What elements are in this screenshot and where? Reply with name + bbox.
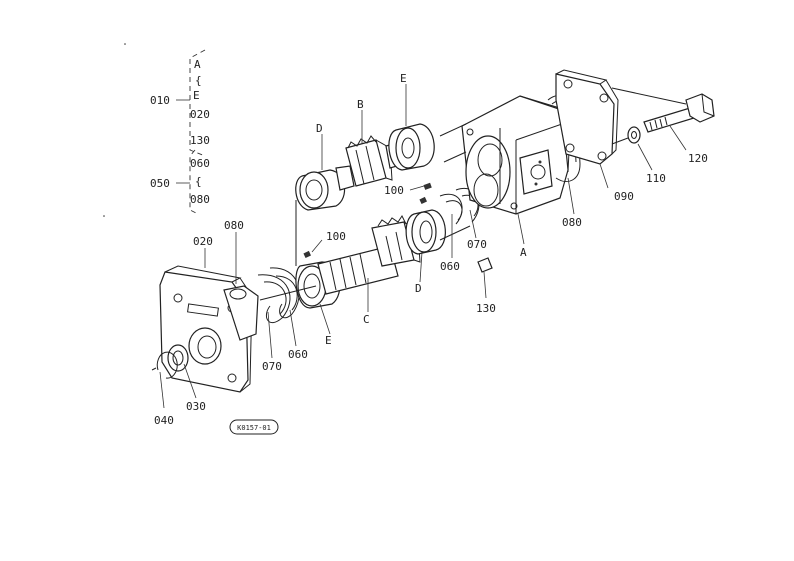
bolt-120 (643, 93, 715, 133)
label-B: B (357, 98, 364, 111)
pump-body-A (461, 95, 571, 215)
legend-group1-mid: 020 (190, 108, 210, 121)
legend-group2-tilde: { (195, 175, 202, 188)
label-100-upper: 100 (384, 184, 404, 197)
label-070-left: 070 (262, 360, 282, 373)
label-E-upper: E (400, 72, 407, 85)
label-C: C (363, 313, 370, 326)
label-060-mid: 060 (440, 260, 460, 273)
seal-030-circlip-040 (151, 344, 189, 379)
label-040: 040 (154, 414, 174, 427)
label-030: 030 (186, 400, 206, 413)
label-020-left: 020 (193, 235, 213, 248)
drawing-reference-tag: K0157-01 (229, 419, 279, 435)
label-110: 110 (646, 172, 666, 185)
seal-rings-lower (257, 267, 300, 324)
label-120: 120 (688, 152, 708, 165)
legend-ref-050: 050 (150, 177, 170, 190)
label-080-right: 080 (562, 216, 582, 229)
assembly-lines (259, 87, 687, 301)
label-130: 130 (476, 302, 496, 315)
label-070-mid: 070 (467, 238, 487, 251)
drawing-reference-text: K0157-01 (237, 424, 271, 432)
bushing-E-upper (388, 123, 435, 171)
legend-group1-start: A (194, 58, 201, 71)
rear-cover-090 (555, 69, 619, 165)
leader-lines (159, 84, 687, 409)
label-D-lower: D (415, 282, 422, 295)
label-060-left: 060 (288, 348, 308, 361)
bushing-D-upper (295, 169, 346, 211)
label-A: A (520, 246, 527, 259)
part-labels: 020 080 030 040 070 060 E C 100 D 060 07… (154, 72, 708, 427)
label-090: 090 (614, 190, 634, 203)
label-080-left: 080 (224, 219, 244, 232)
legend-group1-tilde: { (195, 74, 202, 87)
washer-110 (627, 126, 641, 144)
pins (423, 182, 493, 273)
legend-ref-010: 010 (150, 94, 170, 107)
label-D-upper: D (316, 122, 323, 135)
legend-group1-last: 130 (190, 134, 210, 147)
legend-group2-end: 080 (190, 193, 210, 206)
legend-group1-end: E (193, 89, 200, 102)
label-100-lower: 100 (326, 230, 346, 243)
label-E-lower: E (325, 334, 332, 347)
drive-gear-C (317, 215, 421, 295)
legend-group2-start: 060 (190, 157, 210, 170)
legend-bracket: 010 050 A { E 020 130 060 { 080 (150, 49, 210, 215)
bushing-D-lower (405, 196, 446, 255)
